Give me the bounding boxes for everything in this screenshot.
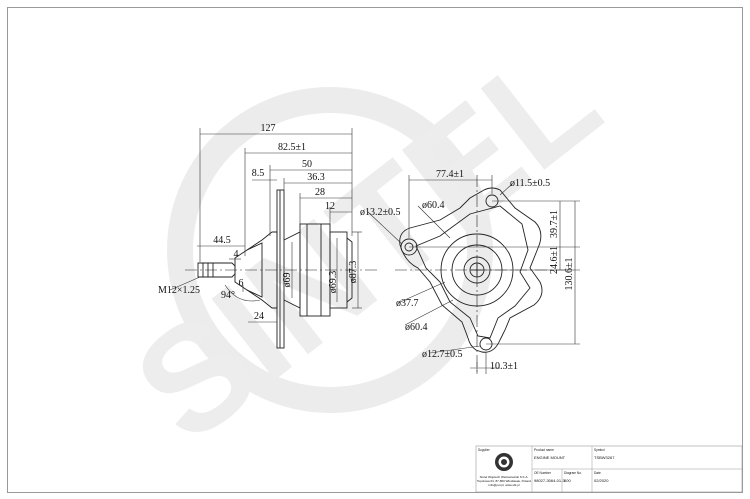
dim-8-5: 8.5	[252, 168, 265, 179]
side-view-dimensions	[169, 128, 362, 323]
symbol-value: TSBW3267	[594, 455, 615, 460]
product-name: ENGINE MOUNT	[534, 455, 566, 460]
watermark: SINTEL	[105, 12, 629, 473]
dim-d12-7: ø12.7±0.5	[422, 349, 463, 360]
company-logo	[495, 453, 513, 471]
dim-6: 6	[239, 278, 244, 289]
dim-24-6: 24.6±1	[549, 246, 560, 274]
dim-d60-4-top: ø60.4	[422, 200, 445, 211]
thread-label: M12×1.25	[158, 285, 200, 296]
dim-36-3: 36.3	[307, 172, 325, 183]
dim-28: 28	[315, 187, 325, 198]
dim-39-7: 39.7±1	[549, 210, 560, 238]
dim-10-3: 10.3±1	[490, 361, 518, 372]
label-product-name: Product name	[534, 448, 554, 452]
company-line3: info@pol.pl, www.sbt.pl	[488, 483, 519, 487]
dim-94-deg: 94°	[221, 290, 235, 301]
dim-d11-5: ø11.5±0.5	[510, 178, 550, 189]
dim-d13-2: ø13.2±0.5	[360, 207, 401, 218]
label-supplier: Supplier	[478, 448, 491, 452]
dim-d69-3: ø69.3	[328, 271, 339, 294]
front-view-dimensions	[367, 175, 580, 374]
sheet-border	[7, 7, 743, 493]
dim-82-5: 82.5±1	[278, 142, 306, 153]
diagram-no: 600	[564, 478, 571, 483]
dim-24: 24	[254, 311, 264, 322]
label-oe-number: OE Number	[534, 471, 552, 475]
dim-d87-3: ø87.3	[348, 261, 359, 284]
dim-d60-4-bottom: ø60.4	[405, 322, 428, 333]
label-symbol: Symbol	[594, 448, 605, 452]
side-view	[185, 189, 380, 349]
title-block: Supplier Sintel Wojciech Wieloszewski S.…	[475, 445, 743, 493]
side-view-labels: 127 82.5±1 50 36.3 28 12 8.5 44.5 4 ø69 …	[158, 123, 359, 322]
date-value: 02/2020	[594, 478, 609, 483]
dim-77-4: 77.4±1	[436, 169, 464, 180]
dim-44-5: 44.5	[213, 235, 231, 246]
front-view-labels: 77.4±1 ø11.5±0.5 ø13.2±0.5 ø60.4 39.7±1 …	[360, 169, 575, 372]
company-line1: Sintel Wojciech Wieloszewski S.K.A.	[480, 475, 529, 479]
dim-130-6: 130.6±1	[564, 258, 575, 291]
dim-12: 12	[325, 201, 335, 212]
dim-50: 50	[302, 159, 312, 170]
dim-127: 127	[261, 123, 276, 134]
label-date: Date	[594, 471, 601, 475]
dim-4: 4	[234, 249, 239, 260]
dim-d37-7: ø37.7	[396, 298, 419, 309]
oe-number: 98027-3064-01-3	[534, 478, 565, 483]
label-diagram-no: Diagram No.	[564, 471, 582, 475]
company-line2: Topolowa 64, 87-800 Włocławek, Poland	[477, 479, 531, 483]
dim-d69: ø69	[282, 273, 293, 288]
